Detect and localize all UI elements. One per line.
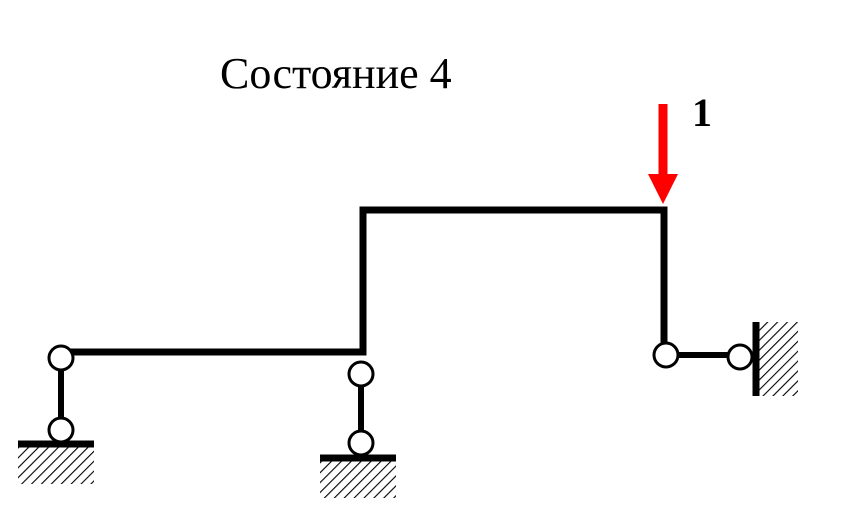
left-top-hinge (47, 344, 75, 372)
right-wall-hatch (756, 322, 798, 396)
middle-top-hinge (347, 360, 375, 388)
right-left-hinge (652, 341, 680, 369)
middle-ground-hatch (320, 458, 396, 498)
middle-bottom-hinge (347, 429, 375, 457)
diagram-title: Состояние 4 (220, 49, 452, 98)
right-wall-hinge (726, 343, 754, 371)
left-ground-hatch (18, 444, 94, 484)
load-label: 1 (692, 90, 712, 135)
frame-beam (58, 206, 668, 356)
load-arrow-head (648, 174, 678, 204)
left-bottom-hinge (47, 416, 75, 444)
